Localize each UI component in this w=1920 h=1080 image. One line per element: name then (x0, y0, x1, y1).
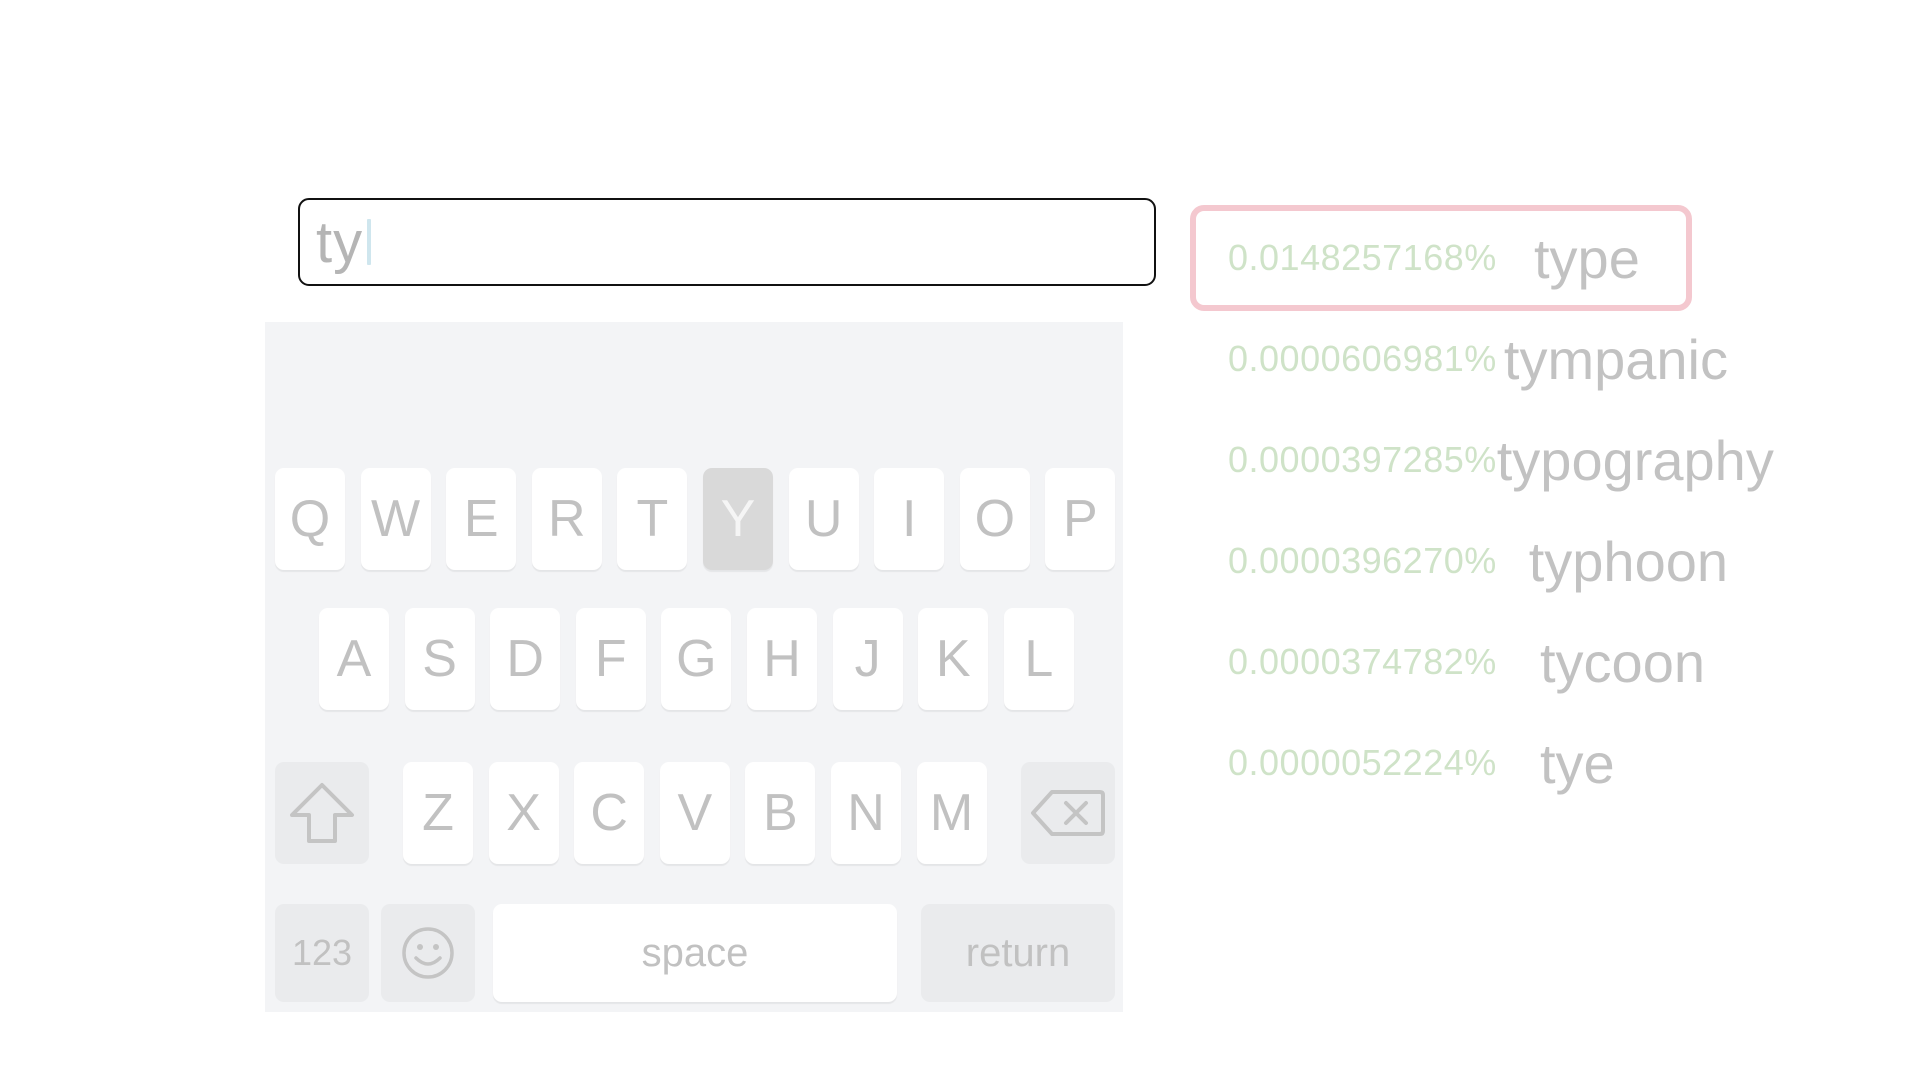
key-label: L (1024, 630, 1054, 688)
key-d[interactable]: D (490, 608, 561, 710)
key-label: Z (422, 784, 454, 842)
key-label: R (548, 490, 586, 548)
suggestion-word: tye (1540, 731, 1615, 795)
suggestion-word: tympanic (1503, 327, 1728, 391)
suggestion-item[interactable]: 0.0000606981%tympanic (1190, 307, 1728, 411)
key-m[interactable]: M (916, 762, 987, 864)
key-w[interactable]: W (360, 468, 431, 570)
key-x[interactable]: X (488, 762, 559, 864)
return-key-label: return (965, 930, 1071, 975)
key-label: X (506, 784, 541, 842)
key-label: M (929, 784, 974, 842)
key-p[interactable]: P (1045, 468, 1116, 570)
suggestion-selected[interactable]: 0.0148257168% type (1190, 205, 1692, 311)
typed-text: ty (316, 209, 364, 275)
key-label: Q (289, 490, 331, 548)
key-label: J (854, 630, 881, 688)
key-label: A (336, 630, 372, 688)
shift-key[interactable] (275, 762, 369, 864)
suggestion-word: type (1534, 226, 1640, 290)
key-label: Y (720, 490, 756, 548)
key-label: U (804, 490, 843, 548)
key-label: C (590, 784, 628, 842)
suggestion-probability: 0.0000606981% (1228, 338, 1497, 379)
suggestion-probability: 0.0000374782% (1228, 641, 1497, 682)
suggestion-probability: 0.0000052224% (1228, 742, 1497, 783)
backspace-icon (1031, 790, 1105, 836)
emoji-key[interactable] (381, 904, 475, 1002)
key-label: G (676, 630, 717, 688)
key-c[interactable]: C (574, 762, 645, 864)
key-a[interactable]: A (319, 608, 389, 710)
key-l[interactable]: L (1003, 608, 1074, 710)
text-input[interactable]: ty (298, 198, 1156, 286)
key-n[interactable]: N (831, 762, 901, 864)
key-label: D (506, 630, 544, 688)
key-h[interactable]: H (747, 608, 817, 710)
shift-arrow-icon (290, 783, 354, 843)
key-v[interactable]: V (659, 762, 730, 864)
key-z[interactable]: Z (403, 762, 473, 864)
backspace-key[interactable] (1021, 762, 1115, 864)
suggestion-item[interactable]: 0.0000396270% typhoon (1190, 509, 1728, 613)
suggestion-word: typhoon (1528, 529, 1728, 593)
key-label: V (677, 784, 713, 842)
key-label: K (935, 630, 971, 688)
suggestion-item[interactable]: 0.0000374782% tycoon (1190, 610, 1728, 714)
suggestion-item[interactable]: 0.0000397285%typography (1190, 408, 1774, 512)
suggestion-word: tycoon (1540, 630, 1705, 694)
key-label: H (763, 630, 801, 688)
key-k[interactable]: K (918, 608, 989, 710)
key-j[interactable]: J (832, 608, 903, 710)
suggestion-item[interactable]: 0.0000052224% tye (1190, 711, 1728, 815)
key-label: S (422, 630, 457, 688)
key-label: B (763, 784, 798, 842)
key-t[interactable]: T (617, 468, 688, 570)
space-key-label: space (641, 930, 749, 975)
suggestion-probability: 0.0000396270% (1228, 540, 1497, 581)
key-label: I (901, 490, 917, 548)
key-u[interactable]: U (788, 468, 859, 570)
key-r[interactable]: R (531, 468, 602, 570)
key-q[interactable]: Q (275, 468, 345, 570)
numbers-key-label: 123 (291, 932, 353, 973)
key-o[interactable]: O (959, 468, 1030, 570)
return-key[interactable]: return (921, 904, 1115, 1002)
key-label: E (463, 490, 499, 548)
smiley-icon (402, 927, 454, 979)
text-cursor (367, 219, 372, 265)
key-i[interactable]: I (874, 468, 945, 570)
key-label: W (371, 490, 421, 548)
key-e[interactable]: E (446, 468, 517, 570)
key-label: N (847, 784, 885, 842)
suggestion-word: typography (1496, 428, 1774, 492)
key-label: F (594, 630, 627, 688)
key-label: P (1063, 490, 1098, 548)
key-y[interactable]: Y (703, 468, 773, 570)
key-b[interactable]: B (745, 762, 816, 864)
key-label: T (636, 490, 669, 548)
space-key[interactable]: space (493, 904, 897, 1002)
key-label: O (974, 490, 1016, 548)
key-g[interactable]: G (661, 608, 732, 710)
suggestion-probability: 0.0000397285% (1228, 439, 1497, 480)
key-s[interactable]: S (404, 608, 475, 710)
key-f[interactable]: F (575, 608, 646, 710)
numbers-key[interactable]: 123 (275, 904, 369, 1002)
suggestion-probability: 0.0148257168% (1228, 237, 1497, 278)
